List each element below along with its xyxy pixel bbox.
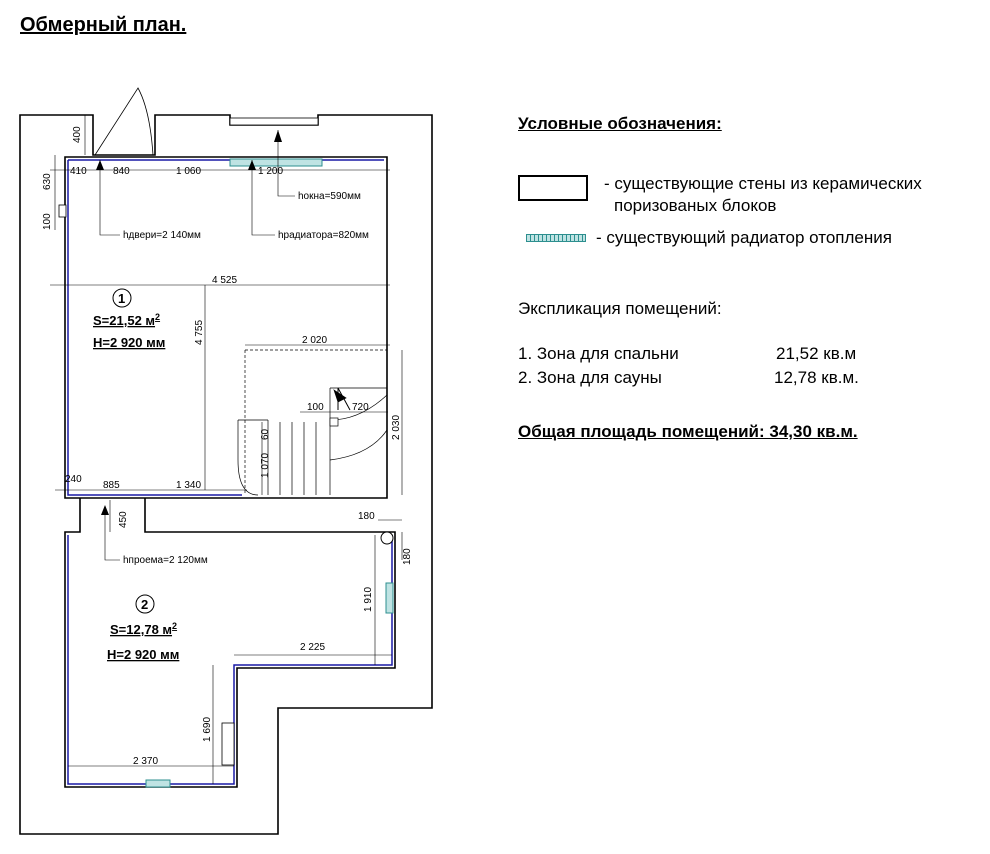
door-height-note: hдвери=2 140мм (123, 230, 201, 241)
dim-1690: 1 690 (202, 717, 213, 742)
explication-area-1: 21,52 кв.м (776, 344, 857, 363)
radiator-sample-icon (526, 234, 586, 242)
explication-room-2: 2. Зона для сауны (518, 368, 662, 387)
dim-1070: 1 070 (260, 453, 271, 478)
room1-marker (112, 288, 132, 308)
room1-number: 1 (118, 291, 125, 306)
room1-height: H=2 920 мм (93, 335, 165, 350)
dim-2020: 2 020 (302, 335, 327, 346)
dim-1060: 1 060 (176, 166, 201, 177)
dimension-lines (50, 115, 403, 784)
room1-outline (67, 159, 384, 496)
radiator (145, 779, 171, 788)
total-area: Общая площадь помещений: 34,30 кв.м. (518, 422, 858, 441)
room2-height: H=2 920 мм (107, 647, 179, 662)
column (380, 531, 394, 545)
dim-1200: 1 200 (258, 166, 283, 177)
room2-marker (135, 594, 155, 614)
dim-840: 840 (113, 166, 130, 177)
explication-room-1: 1. Зона для спальни (518, 344, 679, 363)
dim-60: 60 (260, 428, 271, 440)
dim-2225: 2 225 (300, 642, 325, 653)
dim-2370: 2 370 (133, 756, 158, 767)
dim-410: 410 (70, 166, 87, 177)
radiator-height-note: hрадиатора=820мм (278, 230, 369, 241)
legend-walls-2: поризованых блоков (614, 196, 777, 215)
dim-240: 240 (65, 474, 82, 485)
dim-1910: 1 910 (363, 587, 374, 612)
dim-720: 720 (352, 402, 369, 413)
arrows (96, 130, 282, 515)
legend-walls: - существующие стены из керамических (604, 174, 922, 193)
room2-area: S=12,78 м2 (110, 621, 177, 637)
dim-180a: 180 (358, 511, 375, 522)
explication-heading: Экспликация помещений: (518, 299, 722, 318)
dim-885: 885 (103, 480, 120, 491)
legend-heading: Условные обозначения: (518, 114, 722, 133)
dim-630: 630 (42, 173, 53, 190)
wall-sample-icon (518, 175, 588, 201)
dim-100b: 100 (307, 402, 324, 413)
room2-number: 2 (141, 597, 148, 612)
dim-180b: 180 (402, 548, 413, 565)
page-title: Обмерный план. (20, 14, 187, 36)
dim-4755: 4 755 (194, 320, 205, 345)
opening-height-note: hпроема=2 120мм (123, 555, 208, 566)
wall-marker (58, 204, 67, 218)
radiator (229, 158, 323, 167)
window (229, 117, 319, 126)
door-swing (94, 87, 154, 156)
niche (221, 722, 235, 766)
window-height-note: hокна=590мм (298, 191, 361, 202)
staircase (237, 349, 388, 496)
radiator (385, 582, 394, 614)
room1-area: S=21,52 м2 (93, 312, 160, 328)
dim-4525: 4 525 (212, 275, 237, 286)
dim-400: 400 (72, 126, 83, 143)
dim-1340: 1 340 (176, 480, 201, 491)
explication-area-2: 12,78 кв.м. (774, 368, 859, 387)
dim-450: 450 (118, 511, 129, 528)
dim-100: 100 (42, 213, 53, 230)
dim-2030: 2 030 (391, 415, 402, 440)
legend-radiator: - существующий радиатор отопления (596, 228, 892, 247)
